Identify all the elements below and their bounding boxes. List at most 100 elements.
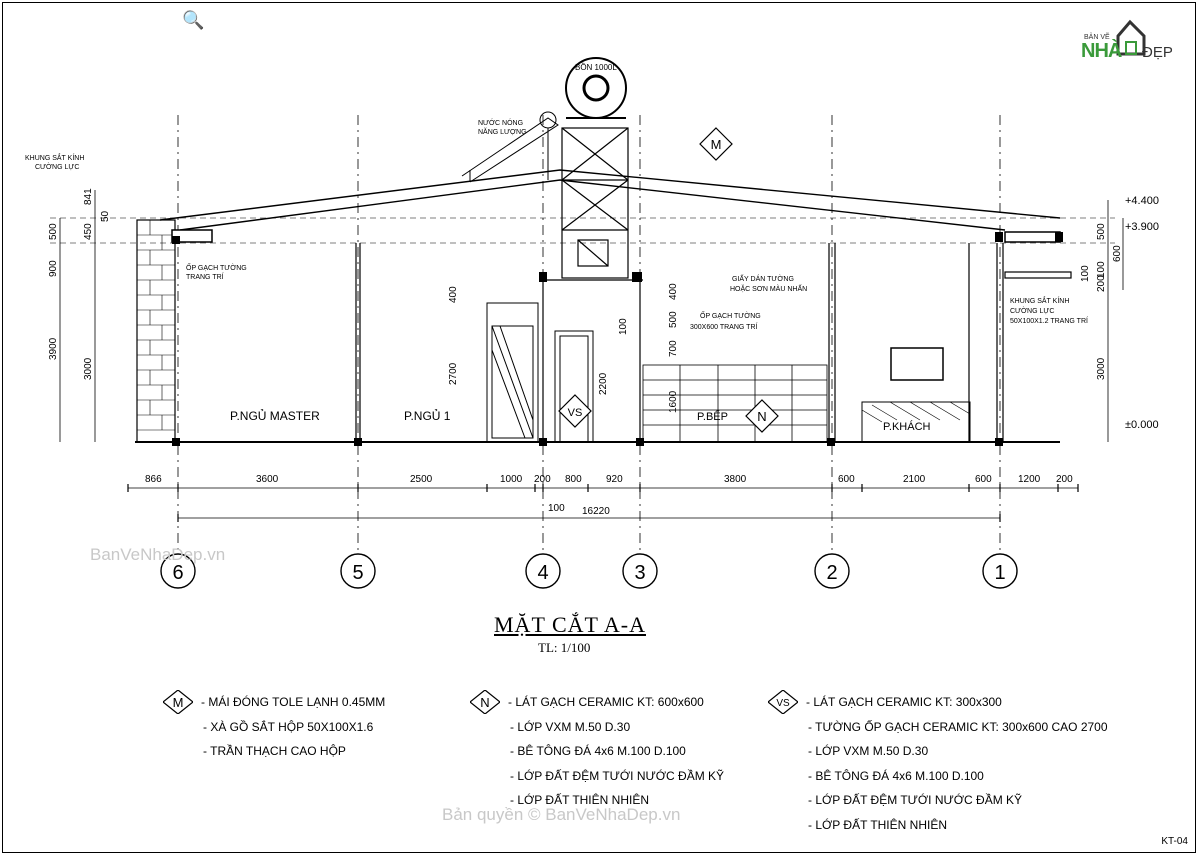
tag-m-icon: M — [162, 689, 194, 716]
drawing-title: MẶT CẮT A-A — [494, 612, 646, 637]
room-kitchen: P.BẾP — [697, 410, 728, 423]
tile-mid-label-2: 300X600 TRANG TRÍ — [690, 322, 757, 331]
legend-vs-0: - LÁT GẠCH CERAMIC KT: 300x300 — [806, 695, 1002, 709]
dim-bottom-11: 1200 — [1018, 474, 1041, 485]
tile-left-label-2: TRANG TRÍ — [186, 272, 224, 281]
dim-right-inner-3: 3000 — [1096, 357, 1107, 380]
logo-big-text: NHÀ — [1081, 40, 1122, 62]
dim-bottom-7: 3800 — [724, 474, 747, 485]
dim-bottom-8: 600 — [838, 474, 855, 485]
axis-bubble-6: 6 — [160, 553, 196, 589]
tile-left-label-1: ỐP GẠCH TƯỜNG — [186, 262, 247, 272]
legend-n-1: - LỚP VXM M.50 D.30 — [510, 719, 631, 734]
sheet-number: KT-04 — [1161, 836, 1188, 847]
roof — [159, 169, 1061, 231]
brick-wall — [136, 219, 176, 443]
brand-logo: BẢN VẼ NHÀ ĐẸP — [1078, 14, 1188, 64]
watermark-top: BanVeNhaDep.vn — [90, 545, 226, 564]
room-living: P.KHÁCH — [883, 420, 931, 433]
legend-vs-4: - LỚP ĐẤT ĐỆM TƯỚI NƯỚC ĐẦM KỸ — [808, 793, 1023, 807]
dim-bottom-12: 200 — [1056, 474, 1073, 485]
dim-left-inner-2: 450 — [83, 223, 94, 240]
dim-bottom-4: 200 — [534, 474, 551, 485]
svg-text:4: 4 — [537, 562, 548, 584]
frame-left-label-2: CƯỜNG LỰC — [35, 162, 79, 171]
dim-bottom-10: 600 — [975, 474, 992, 485]
tag-n-icon: N — [469, 689, 501, 716]
legend-m-0: - MÁI ĐÓNG TOLE LẠNH 0.45MM — [201, 695, 386, 709]
legend-vs: VS - LÁT GẠCH CERAMIC KT: 300x300 - TƯỜN… — [767, 689, 1108, 837]
level-lines — [50, 217, 1115, 244]
frame-right-label-2: CƯỜNG LỰC — [1010, 306, 1054, 315]
level-4400: +4.400 — [1125, 195, 1159, 207]
dim-right-inner-0: 500 — [1096, 223, 1107, 240]
frame-right-label-3: 50X100X1.2 TRANG TRÍ — [1010, 316, 1088, 325]
dim-mid-b-2: 500 — [668, 311, 679, 328]
room-master: P.NGỦ MASTER — [230, 408, 320, 423]
dim-right-inner-2: 200 — [1096, 275, 1107, 292]
dim-right-outer-0: 600 — [1112, 245, 1123, 262]
tag-n-drawing: N — [745, 399, 779, 433]
wallpaper-label-1: GIẤY DÁN TƯỜNG — [732, 273, 794, 283]
dim-mid-b-6: 100 — [1080, 265, 1091, 282]
legend-n-0: - LÁT GẠCH CERAMIC KT: 600x600 — [508, 695, 704, 709]
axis-bubble-3: 3 — [622, 553, 658, 589]
dim-mid-b-4: 1600 — [668, 390, 679, 413]
dim-bottom-3: 1000 — [500, 474, 523, 485]
legend-n-4: - LỚP ĐẤT THIÊN NHIÊN — [510, 793, 649, 807]
magnifier-icon[interactable]: 🔍 — [182, 10, 205, 30]
tag-vs-drawing: VS — [558, 394, 592, 428]
dim-left-inner-0: 841 — [83, 188, 94, 205]
watermark-bottom: Bản quyền © BanVeNhaDep.vn — [442, 805, 681, 824]
kitchen-cabinets — [642, 364, 828, 443]
svg-text:M: M — [711, 137, 722, 152]
dim-bottom-0: 866 — [145, 474, 162, 485]
wallpaper-label-2: HOẶC SƠN MÀU NHẤN — [730, 283, 807, 293]
dim-bottom-6: 920 — [606, 474, 623, 485]
frame-right-label-1: KHUNG SẮT KÍNH — [1010, 296, 1069, 305]
svg-text:VS: VS — [568, 407, 583, 419]
interior-walls — [355, 243, 1004, 442]
dim-mid-a-0: 400 — [448, 286, 459, 303]
dim-mid-b-1: 400 — [668, 283, 679, 300]
solar-heater — [461, 111, 559, 183]
dim-left-inner-1: 50 — [100, 210, 111, 222]
dimension-ticks — [127, 484, 1079, 522]
solar-label-2: NĂNG LƯỢNG — [478, 127, 527, 136]
logo-suffix-text: ĐẸP — [1142, 44, 1173, 61]
tank-label: BỒN 1000L — [575, 62, 617, 72]
dim-bottom-9: 2100 — [903, 474, 926, 485]
dimension-lines — [59, 190, 1124, 519]
room-bed1: P.NGỦ 1 — [404, 408, 451, 423]
drawing-scale: TL: 1/100 — [538, 640, 591, 655]
dim-right-inner-1: 100 — [1096, 261, 1107, 278]
dim-mid-b-0: 100 — [618, 318, 629, 335]
dim-total-label: 16220 — [582, 506, 610, 517]
legend-vs-2: - LỚP VXM M.50 D.30 — [808, 744, 929, 758]
tv-wall — [861, 347, 971, 443]
svg-text:3: 3 — [634, 562, 645, 584]
dim-left-outer-2: 3900 — [48, 337, 59, 360]
legend-n-2: - BÊ TÔNG ĐÁ 4x6 M.100 D.100 — [510, 744, 686, 758]
svg-text:VS: VS — [776, 698, 790, 709]
legend-vs-5: - LỚP ĐẤT THIÊN NHIÊN — [808, 817, 947, 832]
tank-tower — [561, 57, 629, 279]
svg-text:N: N — [757, 409, 766, 424]
dim-bottom-2: 2500 — [410, 474, 433, 485]
dim-left-outer-0: 500 — [48, 223, 59, 240]
level-0000: ±0.000 — [1125, 419, 1159, 431]
legend-vs-3: - BÊ TÔNG ĐÁ 4x6 M.100 D.100 — [808, 768, 984, 783]
dim-100-label: 100 — [548, 503, 565, 514]
svg-text:M: M — [173, 695, 184, 710]
svg-text:5: 5 — [352, 562, 363, 584]
legend-vs-1: - TƯỜNG ỐP GẠCH CERAMIC KT: 300x600 CAO … — [808, 719, 1108, 734]
dim-left-inner-3: 3000 — [83, 357, 94, 380]
legend-n-3: - LỚP ĐẤT ĐỆM TƯỚI NƯỚC ĐẦM KỸ — [510, 768, 725, 783]
dim-bottom-5: 800 — [565, 474, 582, 485]
tag-vs-icon: VS — [767, 689, 799, 716]
legend-m-2: - TRẦN THẠCH CAO HỘP — [203, 744, 346, 758]
dim-mid-a-1: 2700 — [448, 362, 459, 385]
tag-m-drawing: M — [699, 127, 733, 161]
dim-bottom-1: 3600 — [256, 474, 279, 485]
